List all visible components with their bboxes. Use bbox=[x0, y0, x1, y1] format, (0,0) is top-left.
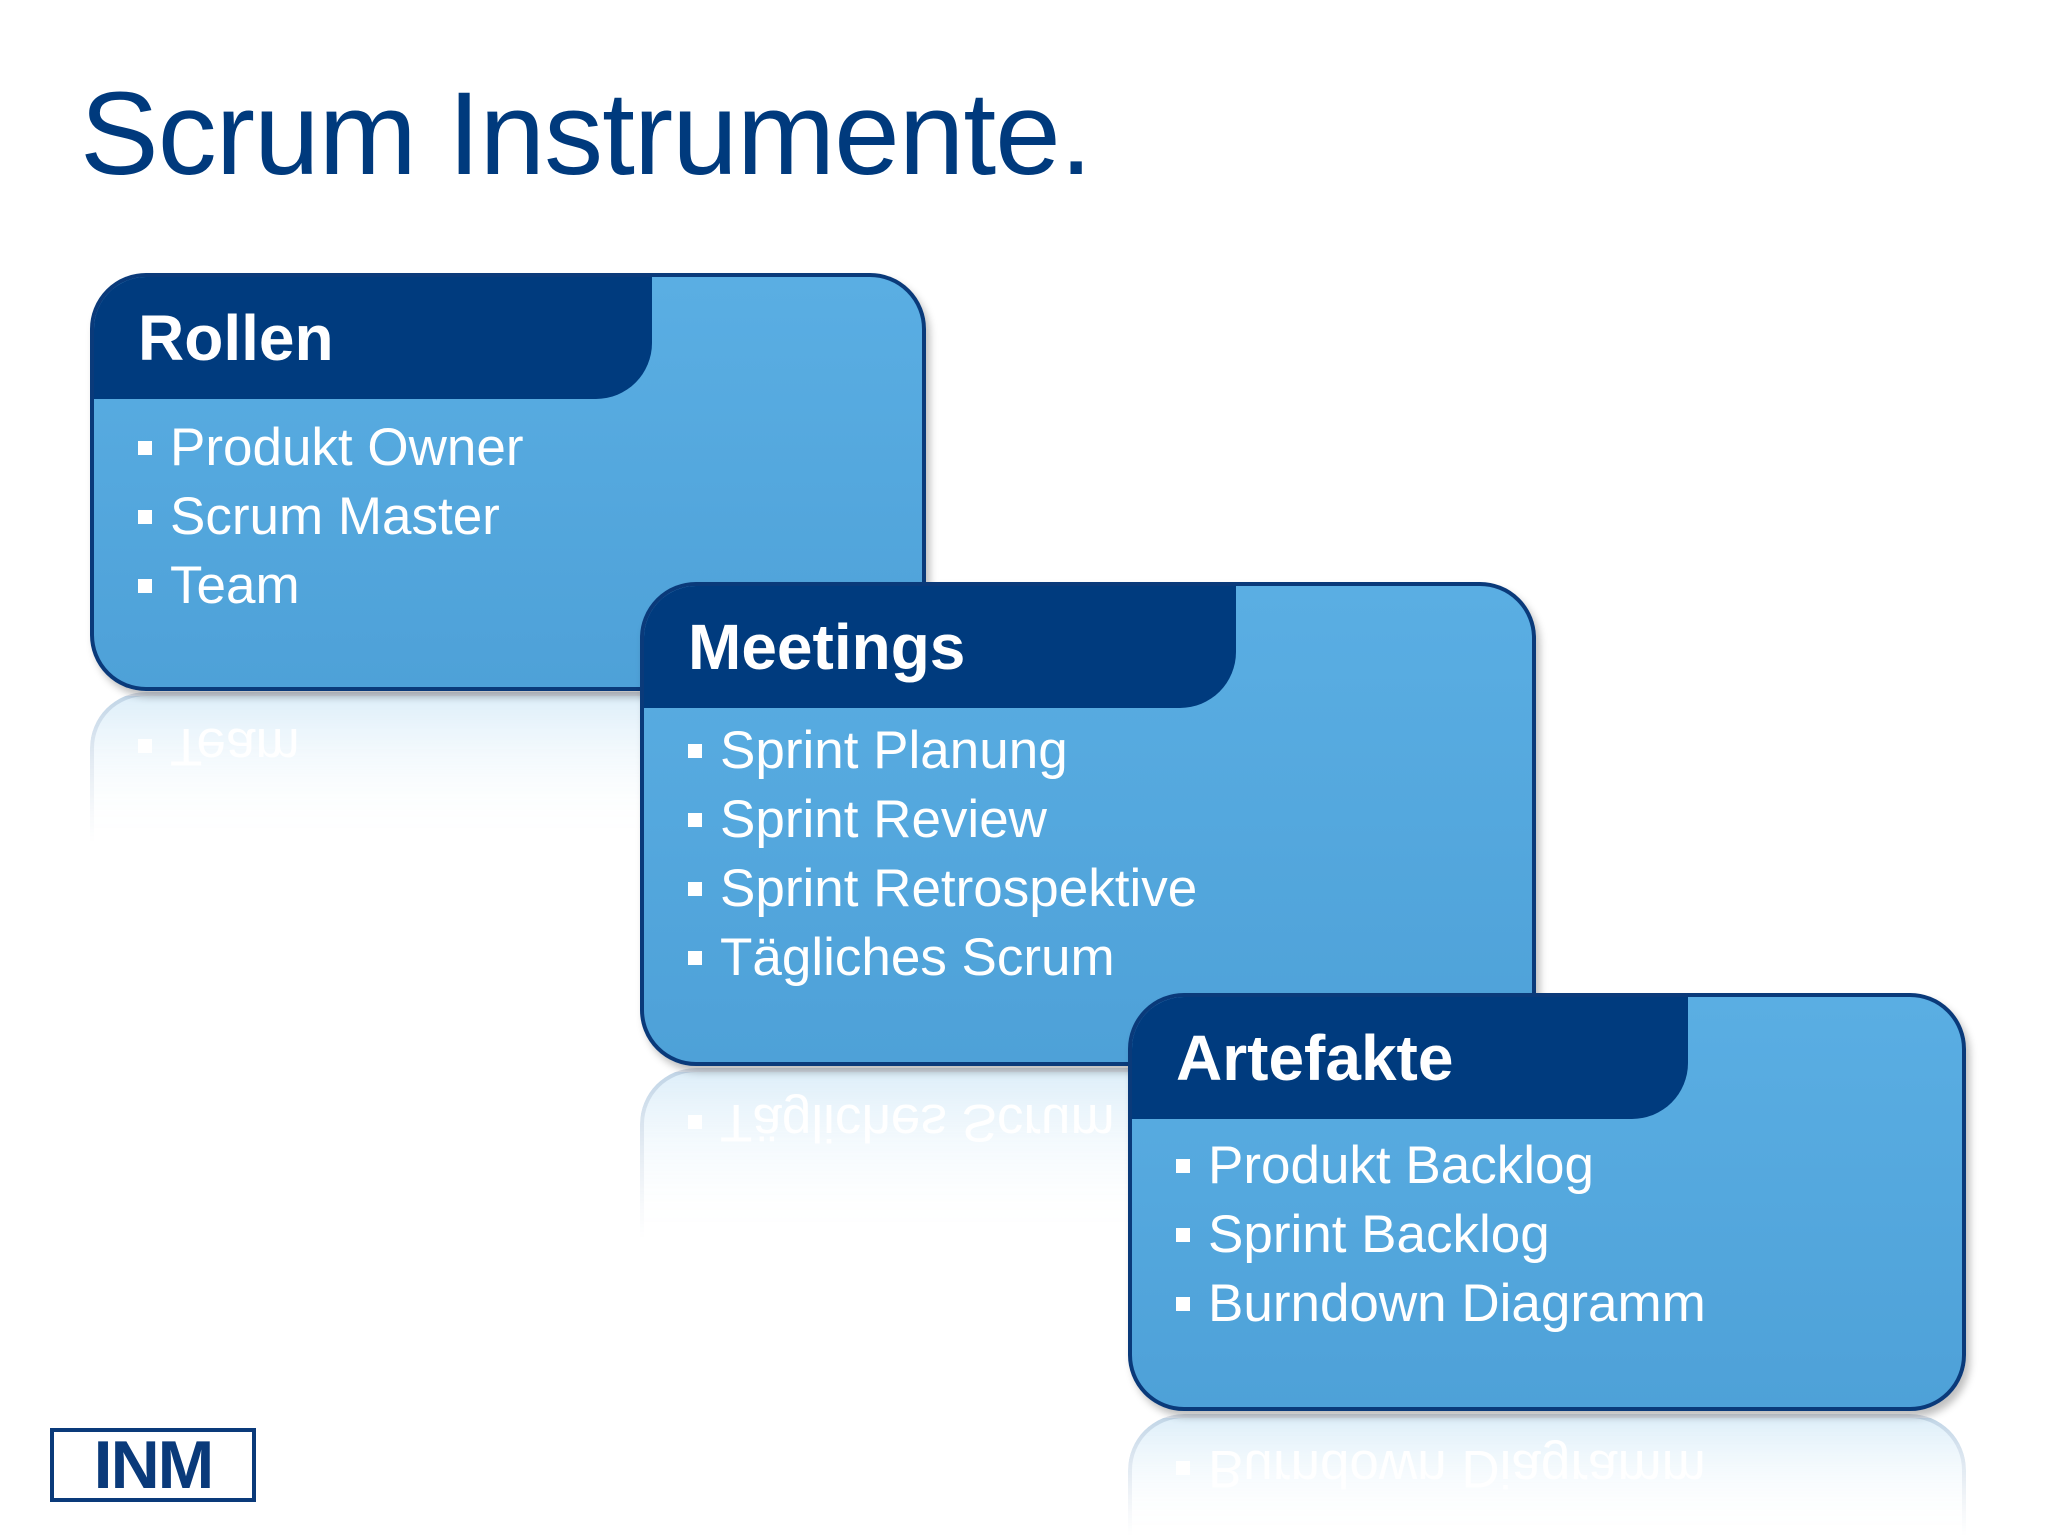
card-artefakte: Artefakte Produkt Backlog Sprint Backlog… bbox=[1128, 993, 1966, 1411]
reflection-label: Team bbox=[170, 717, 300, 776]
bullet-icon bbox=[138, 440, 152, 455]
bullet-icon bbox=[688, 881, 702, 896]
bullet-icon bbox=[1176, 1158, 1190, 1173]
list-item: Team bbox=[138, 551, 523, 620]
item-list: Sprint Planung Sprint Review Sprint Retr… bbox=[688, 716, 1197, 992]
list-item-label: Tägliches Scrum bbox=[720, 928, 1115, 987]
card-heading: Meetings bbox=[688, 611, 966, 683]
list-item: Sprint Review bbox=[688, 785, 1197, 854]
card-header: Meetings bbox=[644, 586, 1236, 708]
list-item-label: Team bbox=[170, 556, 300, 615]
list-item: Scrum Master bbox=[138, 482, 523, 551]
card-rollen: Rollen Produkt Owner Scrum Master Team bbox=[90, 273, 926, 691]
list-item: Burndown Diagramm bbox=[1176, 1269, 1706, 1338]
bullet-icon bbox=[138, 739, 152, 754]
bullet-icon bbox=[138, 578, 152, 593]
slide-title: Scrum Instrumente. bbox=[80, 68, 1093, 200]
bullet-icon bbox=[138, 509, 152, 524]
logo-text: INM bbox=[93, 1427, 215, 1503]
list-item-label: Sprint Backlog bbox=[1208, 1205, 1550, 1264]
reflection-text: Team bbox=[138, 716, 300, 777]
card-header: Rollen bbox=[94, 277, 652, 399]
reflection-label: Burndown Diagramm bbox=[1208, 1439, 1706, 1498]
list-item: Produkt Owner bbox=[138, 413, 523, 482]
list-item-label: Sprint Planung bbox=[720, 721, 1068, 780]
list-item: Produkt Backlog bbox=[1176, 1131, 1706, 1200]
bullet-icon bbox=[688, 743, 702, 758]
list-item: Sprint Retrospektive bbox=[688, 854, 1197, 923]
list-item-label: Sprint Review bbox=[720, 790, 1047, 849]
card-heading: Rollen bbox=[138, 302, 334, 374]
reflection-label: Tägliches Scrum bbox=[720, 1093, 1115, 1152]
card-header: Artefakte bbox=[1132, 997, 1688, 1119]
reflection-text: Tägliches Scrum bbox=[688, 1092, 1115, 1153]
card-reflection-artefakte: Burndown Diagramm bbox=[1128, 1414, 1966, 1536]
item-list: Produkt Backlog Sprint Backlog Burndown … bbox=[1176, 1131, 1706, 1338]
list-item: Tägliches Scrum bbox=[688, 923, 1197, 992]
list-item-label: Produkt Owner bbox=[170, 418, 524, 477]
inm-logo: INM bbox=[50, 1428, 256, 1502]
bullet-icon bbox=[688, 812, 702, 827]
list-item-label: Sprint Retrospektive bbox=[720, 859, 1198, 918]
list-item: Sprint Planung bbox=[688, 716, 1197, 785]
card-meetings: Meetings Sprint Planung Sprint Review Sp… bbox=[640, 582, 1536, 1066]
card-heading: Artefakte bbox=[1176, 1022, 1454, 1094]
bullet-icon bbox=[688, 950, 702, 965]
list-item: Sprint Backlog bbox=[1176, 1200, 1706, 1269]
list-item-label: Scrum Master bbox=[170, 487, 500, 546]
bullet-icon bbox=[1176, 1461, 1190, 1476]
bullet-icon bbox=[688, 1115, 702, 1130]
list-item-label: Produkt Backlog bbox=[1208, 1136, 1594, 1195]
item-list: Produkt Owner Scrum Master Team bbox=[138, 413, 523, 620]
bullet-icon bbox=[1176, 1296, 1190, 1311]
reflection-text: Burndown Diagramm bbox=[1176, 1438, 1706, 1499]
bullet-icon bbox=[1176, 1227, 1190, 1242]
list-item-label: Burndown Diagramm bbox=[1208, 1274, 1706, 1333]
